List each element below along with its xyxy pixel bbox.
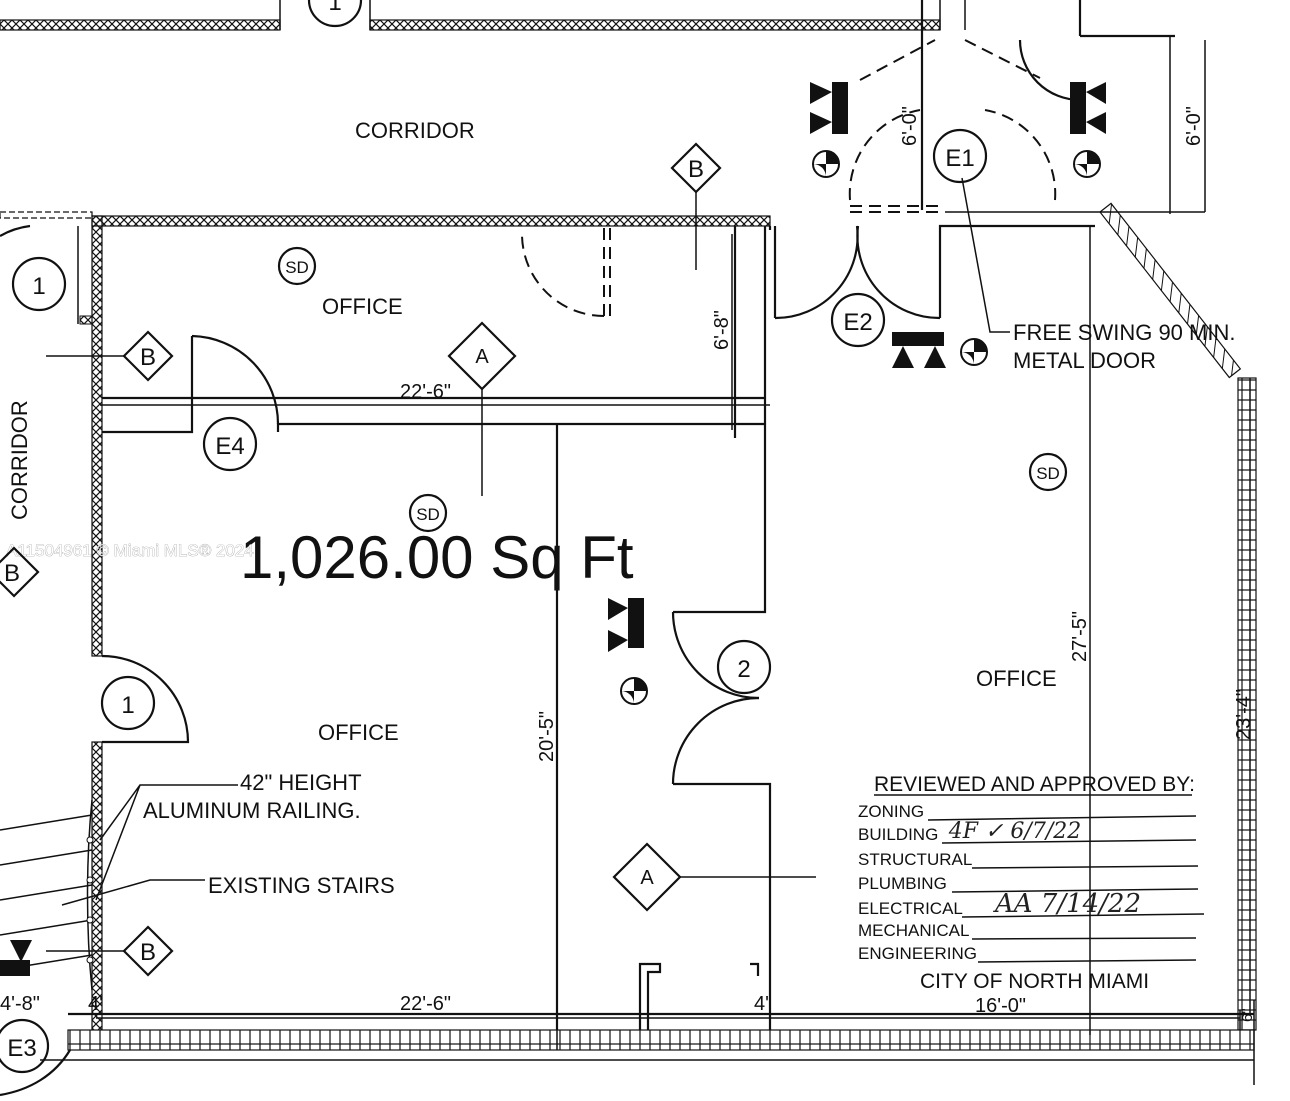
svg-text:E4: E4	[215, 433, 244, 460]
door-tag-e3: E3	[0, 1018, 50, 1074]
dim-small-4-right: 4'	[754, 993, 769, 1015]
door-tag-1-top: 1	[307, 0, 363, 28]
office-top-label: OFFICE	[322, 294, 403, 319]
svg-text:E3: E3	[7, 1035, 36, 1062]
svg-text:B: B	[140, 344, 156, 371]
watermark: A11504961 © Miami MLS® 2024	[6, 541, 254, 560]
note-free-swing-line1: FREE SWING 90 MIN.	[1013, 320, 1235, 345]
corridor-top-label: CORRIDOR	[355, 118, 475, 143]
exit-light-icon	[608, 598, 644, 652]
svg-text:1: 1	[121, 692, 134, 719]
door-tag-e4: E4	[202, 416, 258, 472]
door-tag-e1: E1	[932, 128, 988, 184]
office-bottom-label: OFFICE	[318, 720, 399, 745]
corridor-left-label: CORRIDOR	[7, 400, 32, 520]
stairs	[0, 784, 238, 991]
left-wall-upper	[91, 215, 103, 657]
door-tag-1-mid: 1	[100, 675, 156, 731]
svg-text:1: 1	[328, 0, 341, 16]
svg-text:SD: SD	[285, 258, 309, 277]
electrical-signature: AA 7/14/22	[993, 889, 1141, 919]
review-row-electrical: ELECTRICAL	[858, 899, 963, 918]
top-wall-left	[0, 19, 281, 31]
dim-e1-right: 6'-0"	[1183, 106, 1205, 146]
dim-height-mid: 20'-5"	[536, 711, 558, 762]
emergency-light-icon	[960, 338, 988, 366]
note-railing-line1: 42" HEIGHT	[240, 770, 362, 795]
dim-height-right: 27'-5"	[1069, 611, 1091, 662]
dim-e1-left: 6'-0"	[899, 106, 921, 146]
svg-text:A: A	[640, 867, 654, 889]
exit-light-icon	[1070, 82, 1106, 134]
svg-text:SD: SD	[416, 505, 440, 524]
svg-text:2: 2	[737, 656, 750, 683]
dim-bottom-width: 22'-6"	[400, 993, 451, 1015]
svg-text:A: A	[475, 346, 489, 368]
note-free-swing-line2: METAL DOOR	[1013, 348, 1156, 373]
review-approval-stamp: REVIEWED AND APPROVED BY: ZONING BUILDIN…	[858, 773, 1205, 993]
dimension-lines	[96, 40, 1255, 1085]
diamond-tag-b-left-lower: B	[46, 925, 174, 977]
dim-left-bottom: 4'-8"	[0, 993, 40, 1015]
review-row-building: BUILDING	[858, 825, 938, 844]
right-diagonal-wall	[1099, 202, 1242, 379]
review-row-structural: STRUCTURAL	[858, 850, 972, 869]
exit-light-icon	[892, 332, 946, 368]
review-heading: REVIEWED AND APPROVED BY:	[874, 773, 1195, 796]
smoke-detector-icon-right: SD	[1028, 452, 1068, 492]
diamond-tag-a-bottom: A	[612, 842, 816, 912]
emergency-light-icon	[620, 677, 648, 705]
dim-height-small: 6'-8"	[711, 310, 733, 350]
emergency-light-icon	[1073, 150, 1101, 178]
top-wall-right	[369, 19, 941, 31]
dim-height-far-right: 23'-4"	[1233, 689, 1255, 740]
exit-light-icon	[0, 940, 32, 976]
dim-top-width: 22'-6"	[400, 381, 451, 403]
note-existing-stairs: EXISTING STAIRS	[208, 873, 395, 898]
bottom-wall	[67, 1029, 1255, 1051]
review-row-plumbing: PLUMBING	[858, 874, 947, 893]
door-swings	[0, 39, 1081, 1097]
svg-text:B: B	[688, 156, 704, 183]
dim-small-6: 6"	[1239, 1008, 1256, 1022]
office-right-label: OFFICE	[976, 666, 1057, 691]
svg-text:B: B	[140, 939, 156, 966]
note-railing-line2: ALUMINUM RAILING.	[143, 798, 361, 823]
review-row-zoning: ZONING	[858, 802, 924, 821]
walls	[0, 0, 1257, 1061]
dim-small-4-left: 4'	[88, 993, 103, 1015]
office-top-wall	[91, 215, 771, 227]
svg-text:B: B	[4, 560, 20, 587]
door-tag-e2: E2	[830, 292, 886, 348]
smoke-detector-icon-top: SD	[277, 246, 317, 286]
svg-text:E2: E2	[843, 309, 872, 336]
smoke-detector-icon-mid: SD	[408, 493, 448, 533]
building-signature: 4F ✓ 6/7/22	[948, 819, 1082, 844]
area-label: 1,026.00 Sq Ft	[240, 524, 634, 591]
svg-text:1: 1	[32, 273, 45, 300]
diamond-tag-a-top: A	[447, 321, 517, 496]
door-tag-2: 2	[716, 639, 772, 695]
diamond-tag-b-top: B	[670, 142, 722, 270]
svg-text:SD: SD	[1036, 464, 1060, 483]
emergency-light-icon	[812, 150, 840, 178]
exit-light-icon	[810, 82, 848, 134]
svg-text:E1: E1	[945, 145, 974, 172]
door-tag-1-left: 1	[11, 256, 67, 312]
diamond-tag-b-left-upper: B	[46, 330, 174, 382]
review-footer: CITY OF NORTH MIAMI	[920, 970, 1149, 993]
dim-right-width: 16'-0"	[975, 995, 1026, 1017]
diamond-tag-b-left-edge: B	[0, 546, 40, 598]
review-row-engineering: ENGINEERING	[858, 944, 977, 963]
review-row-mechanical: MECHANICAL	[858, 921, 969, 940]
